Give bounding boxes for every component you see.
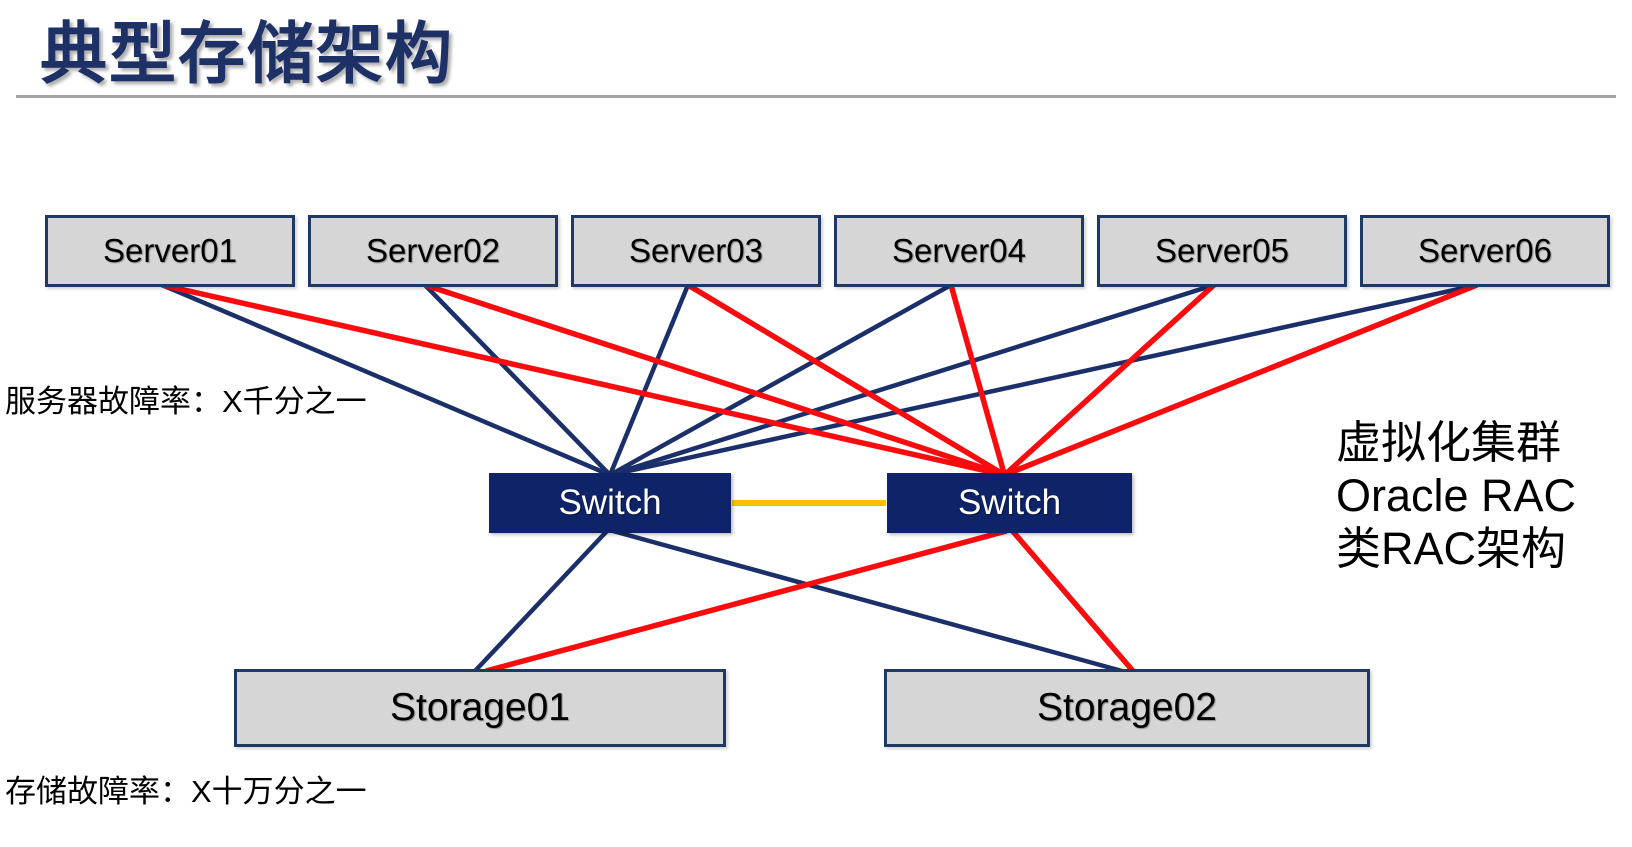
title-divider — [16, 95, 1616, 98]
connection-server05-to-switch-a — [609, 282, 1215, 478]
connection-switch-b-to-storage01 — [485, 528, 1008, 674]
server-failure-rate-label: 服务器故障率：X千分之一 — [5, 384, 367, 419]
server05-box: Server05 — [1097, 215, 1347, 287]
server06-label: Server06 — [1418, 232, 1552, 269]
switch-b-label: Switch — [957, 483, 1062, 522]
server06-box: Server06 — [1360, 215, 1610, 287]
cluster-note-line-1: 虚拟化集群 — [1336, 417, 1562, 468]
storage-failure-rate-label: 存储故障率：X十万分之一 — [5, 774, 367, 809]
server01-box: Server01 — [45, 215, 295, 287]
page-title: 典型存储架构 — [40, 17, 454, 92]
server05-label: Server05 — [1155, 232, 1289, 269]
connection-server06-to-switch-b — [1003, 282, 1479, 478]
server01-label: Server01 — [103, 232, 237, 269]
switch-a-box: Switch — [489, 473, 731, 533]
connection-server06-to-switch-a — [609, 282, 1478, 478]
server03-label: Server03 — [629, 232, 763, 269]
connection-server05-to-switch-b — [1002, 282, 1216, 478]
cluster-note: 虚拟化集群 Oracle RAC 类RAC架构 — [1336, 416, 1576, 575]
connection-server04-to-switch-b — [948, 284, 1008, 476]
server02-label: Server02 — [366, 232, 500, 269]
storage02-box: Storage02 — [884, 669, 1370, 747]
connection-server01-to-switch-b — [161, 282, 1006, 478]
storage01-label: Storage01 — [390, 686, 570, 729]
cluster-note-line-3: 类RAC架构 — [1336, 523, 1567, 574]
connection-switch-a-to-storage01 — [473, 529, 609, 673]
server02-box: Server02 — [308, 215, 558, 287]
connection-server02-to-switch-a — [423, 283, 612, 477]
connection-server02-to-switch-b — [424, 282, 1006, 478]
connection-switch-a-to-storage02 — [612, 528, 1123, 674]
connection-server03-to-switch-b — [686, 282, 1006, 478]
connection-server04-to-switch-a — [608, 283, 953, 477]
storage01-box: Storage01 — [234, 669, 726, 747]
connection-server03-to-switch-a — [607, 284, 691, 476]
server04-label: Server04 — [892, 232, 1026, 269]
switch-b-box: Switch — [887, 473, 1132, 533]
connection-server01-to-switch-a — [161, 282, 611, 478]
server04-box: Server04 — [834, 215, 1084, 287]
connection-switch-b-to-storage02 — [1010, 529, 1136, 673]
storage02-label: Storage02 — [1037, 686, 1217, 729]
server03-box: Server03 — [571, 215, 821, 287]
switch-a-label: Switch — [558, 483, 662, 522]
cluster-note-line-2: Oracle RAC — [1336, 470, 1577, 521]
